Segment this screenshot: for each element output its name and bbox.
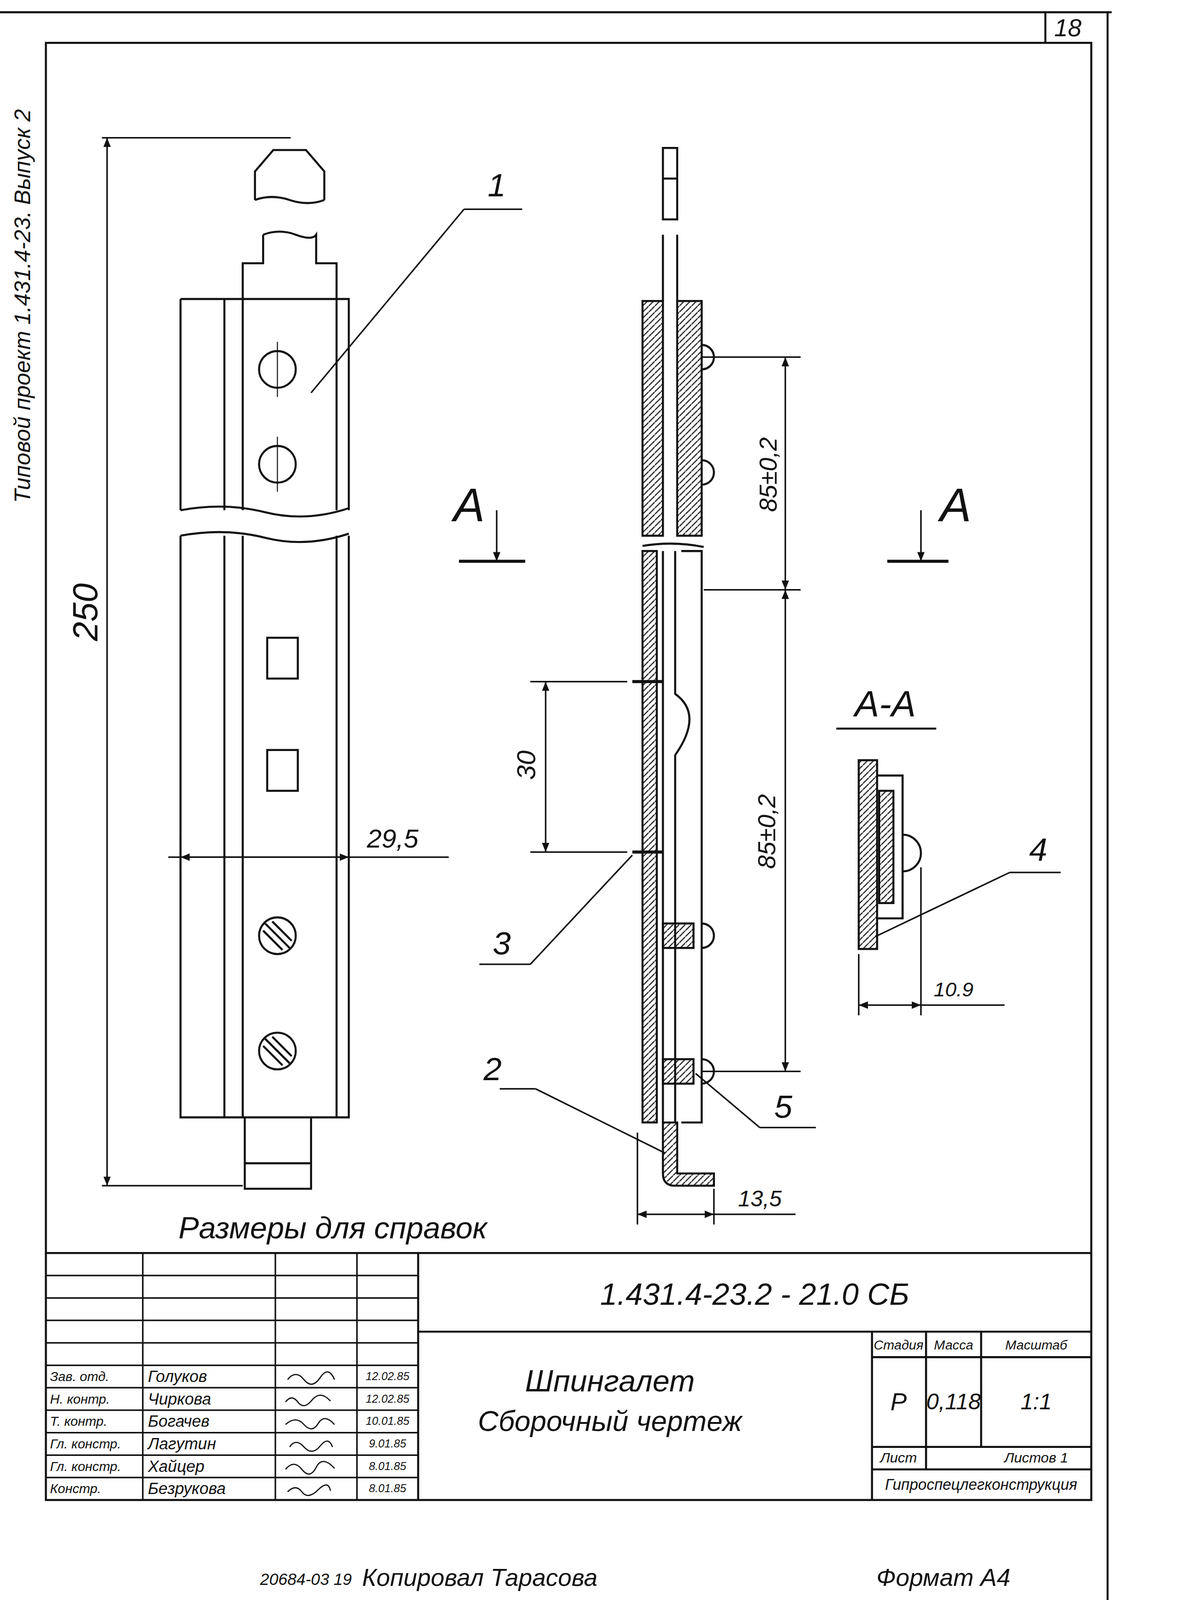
dimension: 13,5 bbox=[738, 1187, 782, 1210]
archive-number: 20684-03 19 bbox=[260, 1570, 353, 1588]
drawing-title: Сборочный чертеж bbox=[477, 1406, 742, 1436]
table-cell: Масса bbox=[933, 1337, 973, 1351]
table-cell: Гл. констр. bbox=[49, 1459, 121, 1473]
format-note: Формат А4 bbox=[876, 1564, 1011, 1590]
table-cell: Масштаб bbox=[1005, 1337, 1068, 1351]
dimension: 250 bbox=[68, 583, 104, 642]
table-cell: Безрукова bbox=[147, 1479, 226, 1497]
document-code: 1.431.4-23.2 - 21.0 СБ bbox=[600, 1277, 910, 1309]
table-cell: Богачев bbox=[147, 1412, 210, 1429]
table-cell: Т. контр. bbox=[49, 1413, 108, 1428]
copy-note: Копировал Тарасова bbox=[361, 1564, 598, 1590]
dimension: 85±0,2 bbox=[754, 794, 779, 869]
table-cell: 9.01.85 bbox=[369, 1437, 407, 1449]
dimension: 29,5 bbox=[366, 825, 419, 852]
callout-number: 1 bbox=[487, 169, 506, 202]
table-cell: 12.02.85 bbox=[365, 1392, 410, 1405]
organization: Гипроспецлегконструкция bbox=[884, 1476, 1077, 1492]
table-cell: Чиркова bbox=[147, 1389, 211, 1407]
section-letter: А bbox=[939, 481, 972, 529]
callout-number: 3 bbox=[492, 927, 512, 960]
section-label: А-А bbox=[854, 685, 916, 723]
section-letter: А bbox=[453, 481, 485, 529]
table-cell: Голуков bbox=[147, 1367, 208, 1385]
table-cell: Лагутин bbox=[147, 1435, 217, 1452]
table-cell: 0,118 bbox=[926, 1389, 981, 1413]
callout-number: 5 bbox=[774, 1090, 793, 1123]
table-cell: Гл. констр. bbox=[49, 1436, 121, 1450]
table-cell: Стадия bbox=[873, 1337, 924, 1351]
sheet-number: 18 bbox=[1054, 15, 1082, 41]
table-cell: 12.02.85 bbox=[365, 1370, 410, 1382]
table-cell: Н. контр. bbox=[49, 1391, 110, 1405]
callout-number: 4 bbox=[1029, 833, 1048, 866]
table-cell: Хайцер bbox=[147, 1457, 205, 1474]
project-note: Типовой проект 1.431.4-23. Выпуск 2 bbox=[11, 109, 34, 503]
dimension: 85±0,2 bbox=[755, 436, 781, 512]
table-cell: Зав. отд. bbox=[49, 1369, 110, 1383]
table-cell: 8.01.85 bbox=[369, 1460, 407, 1472]
dimension: 30 bbox=[513, 750, 540, 780]
table-cell: Констр. bbox=[49, 1481, 102, 1495]
table-cell: Р bbox=[890, 1388, 908, 1414]
table-cell: Лист bbox=[880, 1450, 917, 1465]
drawing-title: Шпингалет bbox=[525, 1364, 695, 1396]
callout-number: 2 bbox=[483, 1052, 502, 1085]
table-cell: Листов 1 bbox=[1004, 1450, 1069, 1465]
dimension: 10.9 bbox=[933, 979, 974, 1000]
table-cell: 8.01.85 bbox=[369, 1482, 407, 1494]
note: Размеры для справок bbox=[178, 1211, 488, 1243]
table-cell: 10.01.85 bbox=[365, 1414, 410, 1427]
table-cell: 1:1 bbox=[1020, 1389, 1052, 1413]
